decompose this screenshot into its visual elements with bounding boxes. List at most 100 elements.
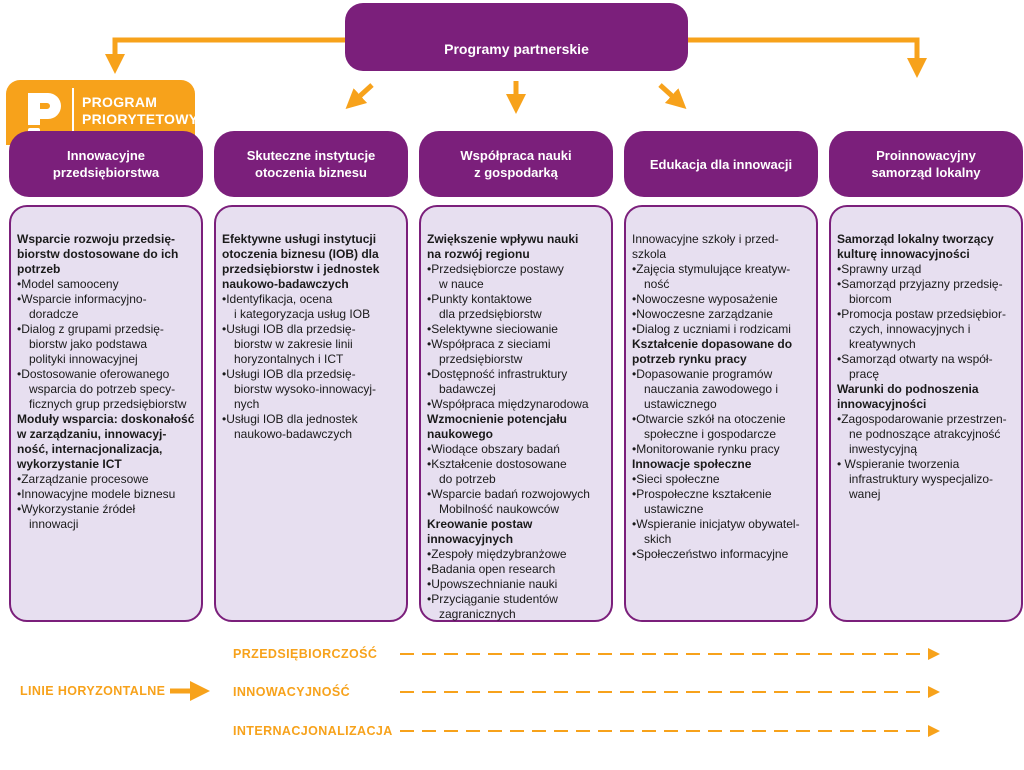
bullet-item: •Wykorzystanie źródeł <box>17 502 136 516</box>
column-title-line: Skuteczne instytucje <box>246 148 376 163</box>
item-text: zagranicznych <box>439 607 516 621</box>
section-heading: w zarządzaniu, innowacyj- <box>17 427 167 441</box>
bullet-item: •Dopasowanie programów <box>632 367 773 381</box>
arrow-to-column-5 <box>688 37 927 78</box>
section-heading: naukowego <box>427 427 494 441</box>
section-heading: Zwiększenie wpływu nauki <box>427 232 579 246</box>
column-title-line: otoczenia biznesu <box>255 165 367 180</box>
bullet-item: •Usługi IOB dla przedsię- <box>222 322 356 336</box>
item-text: przedsiębiorstw <box>439 352 523 366</box>
item-text: do potrzeb <box>439 472 496 486</box>
column-title-line: przedsiębiorstwa <box>52 165 160 180</box>
column-title-line: Innowacyjne <box>66 148 145 163</box>
bullet-item: •Sieci społeczne <box>632 472 720 486</box>
section-heading: innowacyjności <box>837 397 927 411</box>
bullet-item: •Promocja postaw przedsiębior- <box>837 307 1006 321</box>
bullet-item: •Wsparcie badań rozwojowych <box>427 487 590 501</box>
section-heading: Wsparcie rozwoju przedsię- <box>17 232 176 246</box>
item-text: w nauce <box>439 277 484 291</box>
horizontal-line-3: INTERNACJONALIZACJA <box>233 724 393 738</box>
item-text: dla przedsiębiorstw <box>439 307 542 321</box>
column-title-line: Proinnowacyjny <box>876 148 976 163</box>
section-heading: Samorząd lokalny tworzący <box>837 232 994 246</box>
bullet-item: •Przedsiębiorcze postawy <box>427 262 564 276</box>
column-1-content: Wsparcie rozwoju przedsię-biorstw dostos… <box>17 232 201 532</box>
priority-p-icon <box>28 93 61 135</box>
bullet-item: •Społeczeństwo informacyjne <box>632 547 789 561</box>
bullet-item: •Otwarcie szkół na otoczenie <box>632 412 786 426</box>
item-text: ustawicznego <box>644 397 717 411</box>
dashed-arrowhead-3 <box>928 725 940 737</box>
bullet-item: •Zespoły międzybranżowe <box>427 547 567 561</box>
item-text: szkola <box>632 247 667 261</box>
section-heading: biorstw dostosowane do ich <box>17 247 179 261</box>
bullet-item: •Wspieranie inicjatyw obywatel- <box>632 517 800 531</box>
bullet-item: •Nowoczesne zarządzanie <box>632 307 773 321</box>
section-heading: naukowo-badawczych <box>222 277 349 291</box>
column-5-body <box>829 205 1023 622</box>
bullet-item: •Usługi IOB dla jednostek <box>222 412 358 426</box>
column-4-content: Innowacyjne szkoły i przed-szkola•Zajęci… <box>632 232 816 562</box>
item-text: wsparcia do potrzeb specy- <box>29 382 176 396</box>
section-heading: Moduły wsparcia: doskonałość <box>17 412 195 426</box>
item-text: innowacji <box>29 517 79 531</box>
item-text: horyzontalnych i ICT <box>234 352 344 366</box>
column-title-line: Edukacja dla innowacji <box>649 156 793 172</box>
item-text: badawczej <box>439 382 496 396</box>
section-heading: Wzmocnienie potencjału <box>427 412 568 426</box>
bullet-item: •Zajęcia stymulujące kreatyw- <box>632 262 791 276</box>
section-heading: wykorzystanie ICT <box>17 457 122 471</box>
partner-programs-title: Programy partnerskie <box>444 41 589 57</box>
column-1-header: Innowacyjne przedsiębiorstwa <box>9 131 203 197</box>
column-2-body <box>214 205 408 622</box>
bullet-item: •Model samooceny <box>17 277 119 291</box>
arrow-to-column-2 <box>345 83 374 110</box>
section-heading: na rozwój regionu <box>427 247 530 261</box>
column-5-header: Proinnowacyjny samorząd lokalny <box>829 131 1023 197</box>
item-text: biorstw w zakresie linii <box>234 337 353 351</box>
item-text: kreatywnych <box>849 337 916 351</box>
bullet-item: •Przyciąganie studentów <box>427 592 558 606</box>
column-1-body <box>9 205 203 622</box>
item-text: nauczania zawodowego i <box>644 382 779 396</box>
bullet-item: •Identyfikacja, ocena <box>222 292 333 306</box>
section-heading: Warunki do podnoszenia <box>837 382 979 396</box>
horizontal-line-1: PRZEDSIĘBIORCZOŚĆ <box>233 647 378 661</box>
item-text: pracę <box>849 367 880 381</box>
item-text: czych, innowacyjnych i <box>849 322 971 336</box>
badge-line-1: PROGRAM <box>82 94 158 110</box>
bullet-item: •Dialog z grupami przedsię- <box>17 322 164 336</box>
section-heading: Kreowanie postaw innowacyjnych <box>427 517 533 546</box>
item-text: biorcom <box>849 292 892 306</box>
dashed-arrowhead-2 <box>928 686 940 698</box>
bullet-item: •Wsparcie informacyjno- <box>17 292 147 306</box>
section-heading: potrzeb <box>17 262 61 276</box>
badge-line-2: PRIORYTETOWY <box>82 111 199 127</box>
dashed-arrowhead-1 <box>928 648 940 660</box>
badge-text: PROGRAM PRIORYTETOWY <box>82 94 199 128</box>
bullet-item: •Dostosowanie oferowanego <box>17 367 170 381</box>
column-1-title: Innowacyjne przedsiębiorstwa <box>53 147 159 181</box>
bullet-item: •Monitorowanie rynku pracy <box>632 442 780 456</box>
item-text: skich <box>644 532 672 546</box>
column-4-header: Edukacja dla innowacji <box>624 131 818 197</box>
item-text: doradcze <box>29 307 79 321</box>
column-3-body <box>419 205 613 622</box>
column-title-line: samorząd lokalny <box>871 165 981 180</box>
bullet-item: •Zagospodarowanie przestrzen- <box>837 412 1007 426</box>
bullet-item: •Badania open research <box>427 562 556 576</box>
item-text: polityki innowacyjnej <box>29 352 138 366</box>
section-heading: kulturę innowacyjności <box>837 247 970 261</box>
bullet-item: •Prospołeczne kształcenie <box>632 487 772 501</box>
bullet-item: •Punkty kontaktowe <box>427 292 532 306</box>
item-text: społeczne i gospodarcze <box>644 427 777 441</box>
item-text: inwestycyjną <box>849 442 918 456</box>
item-text: ność <box>644 277 670 291</box>
bullet-item: •Dialog z uczniami i rodzicami <box>632 322 791 336</box>
item-text: wanej <box>849 487 881 501</box>
